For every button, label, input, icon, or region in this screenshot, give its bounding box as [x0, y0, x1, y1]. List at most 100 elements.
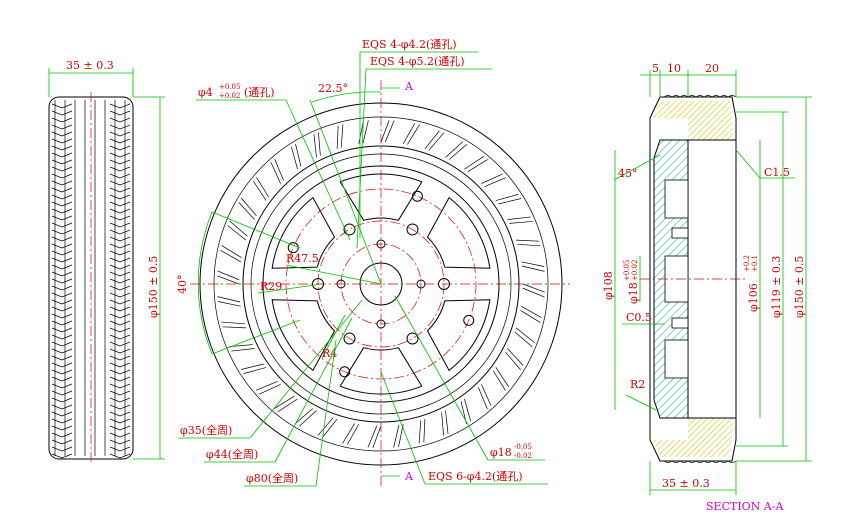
- tread-slot: [402, 123, 416, 144]
- tread-slot-edge: [522, 287, 545, 298]
- tread-chevron: [51, 271, 131, 277]
- tread-chevron: [51, 201, 131, 207]
- tire-hatch-line: [605, 416, 650, 461]
- tread-slot-edge: [274, 159, 284, 181]
- tread-slot-edge: [340, 124, 344, 148]
- d80-label: φ80(全周): [246, 471, 298, 485]
- tread-slot: [507, 216, 531, 220]
- eqs-bottom-leader: [380, 371, 426, 485]
- tread-slot-edge: [294, 408, 313, 424]
- tread-chevron: [51, 306, 131, 312]
- tire-hatch-line: [652, 101, 687, 140]
- d108-label: φ108: [602, 271, 615, 300]
- tread-chevron: [51, 194, 131, 200]
- tread-chevron: [51, 257, 131, 263]
- spoke-window: [271, 197, 336, 269]
- tire-hatch-line: [700, 418, 734, 457]
- tread-chevron: [51, 173, 131, 179]
- tread-bump-top: [663, 95, 673, 98]
- tread-slot: [277, 398, 298, 412]
- tread-slot-edge: [505, 352, 521, 371]
- tire-hatch-line: [652, 101, 657, 140]
- tread-bump-bottom: [727, 460, 737, 463]
- tread-slot-edge: [514, 331, 533, 348]
- r29-label: R29: [260, 280, 282, 293]
- sec-width-label: 35 ± 0.3: [662, 477, 710, 490]
- hub-hatch-line: [654, 140, 688, 418]
- spoke-window: [426, 299, 491, 371]
- tire-hatch-line: [652, 101, 693, 140]
- tread-slot-edge: [520, 310, 541, 323]
- tread-bump-top: [671, 95, 681, 98]
- tread-slot: [398, 424, 404, 448]
- tire-hatch-line: [730, 418, 734, 457]
- r47-label: R47.5: [286, 252, 319, 265]
- tire-hatch-line: [682, 101, 729, 140]
- tread-slot: [521, 261, 545, 267]
- tread-chevron: [51, 327, 131, 333]
- tire-hatch-line: [676, 101, 723, 140]
- tread-slot-edge: [274, 396, 295, 409]
- angle-22-label: 22.5°: [318, 82, 348, 95]
- section-cutout-lower: [664, 339, 689, 379]
- spoke-window: [339, 347, 423, 395]
- tread-slot: [222, 326, 246, 329]
- hole-small-leader: [285, 99, 351, 241]
- tread-chevron: [51, 292, 131, 298]
- d119-label: φ119 ± 0.3: [770, 256, 783, 318]
- tread-slot: [372, 425, 382, 448]
- tread-chevron: [51, 285, 131, 291]
- tread-chevron: [51, 453, 131, 459]
- hole-r29: [343, 332, 356, 345]
- tread-chevron: [51, 124, 131, 130]
- tread-chevron: [51, 411, 131, 417]
- eqs-bottom-label: EQS 6-φ4.2(通孔): [428, 470, 523, 483]
- side-width-label: 35 ± 0.3: [66, 59, 114, 72]
- tread-chevron: [51, 390, 131, 396]
- tread-slot: [522, 283, 545, 293]
- tire-hatch-line: [694, 418, 734, 457]
- tread-slot-edge: [217, 270, 240, 281]
- tread-bump-bottom: [711, 460, 721, 463]
- section-tread-bottom: [663, 460, 737, 463]
- tread-slot: [259, 384, 281, 395]
- section-title: SECTION A-A: [706, 500, 784, 513]
- tread-chevron: [51, 180, 131, 186]
- tread-slot-edge: [367, 425, 378, 448]
- spoke-window: [271, 299, 336, 371]
- tread-bump-top: [695, 95, 705, 98]
- tread-slot-edge: [221, 321, 245, 325]
- tread-bump-bottom: [687, 460, 697, 463]
- tread-slot-edge: [418, 420, 422, 444]
- tread-slot: [515, 327, 535, 343]
- tread-chevron: [51, 215, 131, 221]
- d35-leader: [249, 299, 363, 439]
- tread-slot: [464, 156, 485, 170]
- tread-slot-edge: [393, 424, 400, 448]
- tire-hatch-line: [652, 418, 675, 457]
- d18-sec-base: φ18: [627, 282, 640, 304]
- hub-hatch-line: [654, 140, 688, 418]
- tread-slot: [507, 348, 524, 366]
- tread-bump-bottom: [671, 460, 681, 463]
- d44-leader: [274, 317, 353, 463]
- tread-slot-edge: [295, 143, 302, 167]
- tread-chevron: [51, 348, 131, 354]
- hub-hatch-line: [654, 140, 688, 418]
- tread-slot-edge: [441, 412, 444, 436]
- tread-slot-edge: [467, 159, 488, 172]
- tread-chevron: [51, 278, 131, 284]
- tread-chevron: [51, 369, 131, 375]
- tread-chevron: [51, 229, 131, 235]
- tread-chevron: [51, 159, 131, 165]
- r2-leader: [625, 394, 657, 411]
- tire-hatch-line: [652, 418, 699, 457]
- tread-bump-top: [711, 95, 721, 98]
- tread-slot-edge: [384, 120, 395, 143]
- d18-sec-upper: +0.05: [623, 260, 631, 281]
- tire-hatch-line: [737, 97, 782, 142]
- d106-upper: +0.2: [743, 255, 751, 272]
- tread-chevron: [51, 103, 131, 109]
- tread-slot-edge: [478, 387, 488, 409]
- r4-leader: [321, 314, 346, 359]
